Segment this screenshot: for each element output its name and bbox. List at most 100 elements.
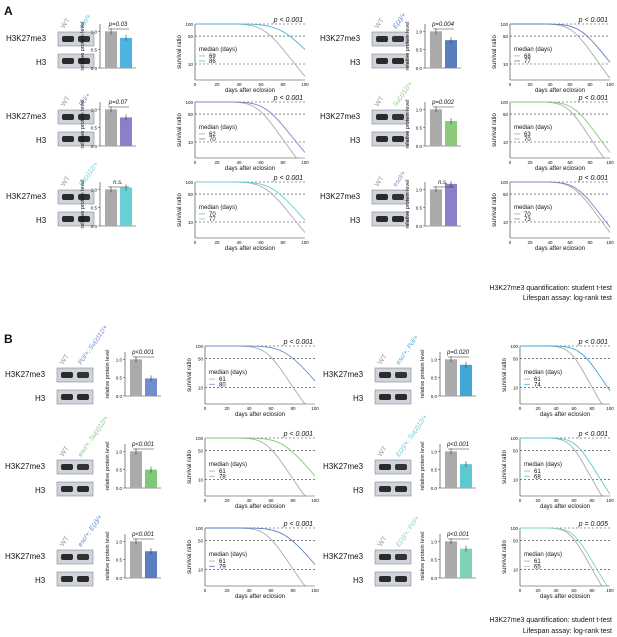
surv-tick: 50 [198,448,204,453]
surv-xtick: 100 [311,406,319,411]
wt-header: WT [374,175,386,189]
bar-tick-label: 1.0 [91,187,98,192]
blot-band [379,464,391,470]
surv-tick: 10 [503,62,509,67]
wt-header: WT [374,17,386,31]
surv-xtick: 100 [606,406,614,411]
surv-xtick: 80 [290,588,296,593]
bar [120,37,132,68]
h3k27me3-label: H3K27me3 [320,112,361,121]
footnote: Lifespan assay: log-rank test [523,295,612,302]
blot-band [376,194,388,200]
median-value: 70 [524,137,531,143]
p-value: p < 0.001 [578,175,608,182]
blot-band [78,36,90,42]
surv-xtick: 0 [509,240,512,245]
blot-band [77,486,89,492]
surv-xtick: 0 [194,82,197,87]
survival-curve [520,527,610,587]
blot-band [392,114,404,120]
bar-tick-label: 0.0 [91,144,98,149]
surv-tick: 100 [500,22,508,27]
surv-xlabel: days after eclosion [225,166,275,172]
surv-xlabel: days after eclosion [535,246,585,252]
bar-tick-label: 0.5 [91,206,98,211]
median-value: 61 [534,469,541,475]
median-value: 73 [524,217,531,223]
bar-tick-label: 1.0 [116,449,123,454]
surv-tick: 10 [513,567,519,572]
blot-band [379,394,391,400]
bar [145,551,157,578]
surv-tick: 50 [513,538,519,543]
surv-xtick: 40 [553,498,559,503]
surv-tick: 100 [195,344,203,349]
h3k27me3-label: H3K27me3 [6,112,47,121]
median-title: median (days) [209,462,247,468]
blot-band [77,576,89,582]
bar-tick-label: 0.5 [431,558,438,563]
bar-tick-label: 0.5 [91,126,98,131]
median-value: 69 [209,54,216,60]
surv-xtick: 60 [268,588,274,593]
surv-tick: 50 [188,34,194,39]
blot-strip [56,459,94,475]
blot-band [379,554,391,560]
survival-curve [510,23,611,63]
blot-band [61,464,73,470]
bar [130,451,142,488]
bar-tick-label: 0.0 [416,66,423,71]
wt-header: WT [60,17,72,31]
surv-xtick: 40 [547,240,553,245]
surv-ylabel: survival ratio [177,113,183,147]
bar-tick-label: 1.0 [431,449,438,454]
wt-header: WT [377,353,389,367]
surv-xtick: 20 [535,498,541,503]
blot-band [61,554,73,560]
blot-band [77,464,89,470]
wt-header: WT [59,535,71,549]
surv-xtick: 80 [280,82,286,87]
blot-strip [374,549,412,565]
blot-band [61,576,73,582]
survival-curve [510,101,611,153]
surv-ylabel: survival ratio [492,35,498,69]
blot-band [376,136,388,142]
survival-curve [195,23,306,50]
bar-ylabel: relative protein level [105,532,111,581]
wt-header: WT [60,95,72,109]
surv-ylabel: survival ratio [502,358,508,392]
median-value: 79 [219,564,226,570]
bar [460,464,472,488]
blot-strip [56,549,94,565]
bar-tick-label: 0.5 [416,126,423,131]
bar-tick-label: 0.0 [431,486,438,491]
bar [460,364,472,396]
surv-ylabel: survival ratio [177,193,183,227]
survival-curve [520,437,611,495]
survival-curve [205,437,316,477]
surv-xtick: 0 [204,406,207,411]
bar-ylabel: relative protein level [420,532,426,581]
surv-tick: 10 [503,220,509,225]
footnote: H3K27me3 quantification: student t-test [489,617,612,624]
wt-header: WT [377,445,389,459]
h3k27me3-label: H3K27me3 [6,192,47,201]
blot-strip [371,53,409,69]
median-title: median (days) [199,125,237,131]
blot-band [62,114,74,120]
p-value: p=0.07 [108,100,128,106]
blot-band [395,554,407,560]
surv-xtick: 0 [519,406,522,411]
surv-xtick: 60 [258,82,264,87]
surv-xtick: 40 [246,406,252,411]
